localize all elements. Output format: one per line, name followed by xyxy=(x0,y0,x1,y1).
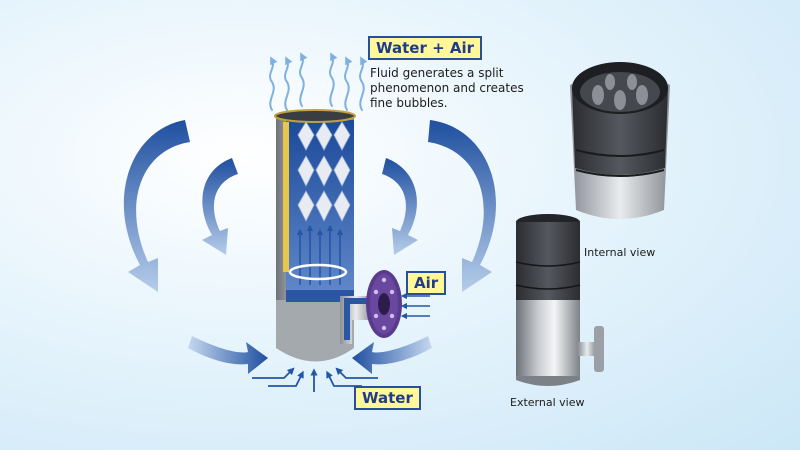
splitter-elements xyxy=(297,121,351,222)
caption-external-view: External view xyxy=(510,396,585,409)
description-line: fine bubbles. xyxy=(370,96,448,110)
air-inlet-flange xyxy=(366,270,402,338)
flow-arrow-bottom-right xyxy=(352,336,432,374)
label-water: Water xyxy=(354,386,421,410)
flow-arrow-left-outer xyxy=(123,120,190,292)
label-air: Air xyxy=(406,271,447,295)
description-line: phenomenon and creates xyxy=(370,81,524,95)
external-view-photo xyxy=(515,214,604,386)
flow-arrow-bottom-left xyxy=(188,336,268,374)
air-inlet-arrows xyxy=(400,292,430,320)
internal-view-photo xyxy=(570,62,670,219)
description-line: Fluid generates a split xyxy=(370,66,504,80)
nozzle-cutaway xyxy=(274,109,372,362)
description-text: Fluid generates a split phenomenon and c… xyxy=(370,66,524,111)
caption-internal-view: Internal view xyxy=(584,246,656,259)
label-water-air: Water + Air xyxy=(368,36,483,60)
flow-arrow-right-outer xyxy=(428,120,496,292)
flow-arrow-right-inner xyxy=(382,158,418,255)
rising-bubbles-lines xyxy=(269,52,368,111)
flow-arrow-left-inner xyxy=(202,158,238,255)
water-intake-arrows xyxy=(252,367,378,392)
